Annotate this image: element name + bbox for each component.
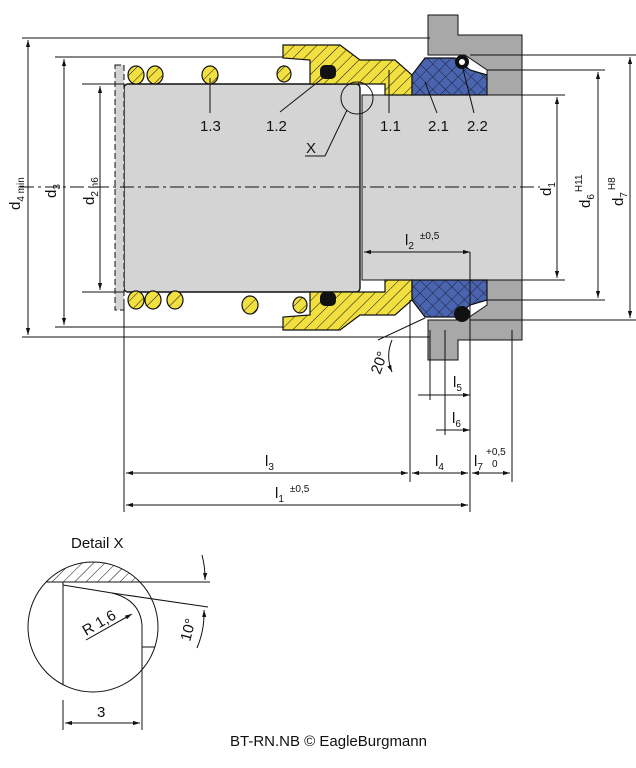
- label-l7-tol-upper: +0,5: [486, 447, 506, 458]
- label-d3: d3: [43, 184, 63, 198]
- label-x: X: [306, 140, 316, 157]
- detail-radius: R 1,6: [80, 607, 120, 640]
- label-l4: l4: [435, 453, 444, 473]
- label-l7: l7: [474, 453, 483, 473]
- label-d4: d4 min: [7, 177, 27, 210]
- detail-width: 3: [97, 704, 105, 721]
- o-ring-2.2: [454, 55, 470, 322]
- label-1.3: 1.3: [200, 118, 221, 135]
- seal-face-1.1: [282, 44, 413, 331]
- footer-copyright: BT-RN.NB © EagleBurgmann: [230, 733, 427, 750]
- label-2.1: 2.1: [428, 118, 449, 135]
- spring-1.3: [127, 65, 308, 315]
- leaders: [209, 64, 475, 157]
- diameter-dimensions: [22, 37, 636, 338]
- label-d1: d1: [538, 182, 558, 196]
- label-l7-tol-lower: 0: [492, 459, 498, 470]
- label-l5: l5: [453, 374, 462, 394]
- detail-x: [27, 554, 210, 730]
- seal-sleeve: [123, 83, 361, 293]
- label-2.2: 2.2: [467, 118, 488, 135]
- seat-2.1: [411, 57, 488, 318]
- length-dimensions: [123, 249, 513, 512]
- label-1.1: 1.1: [380, 118, 401, 135]
- label-d7: d7H8: [607, 177, 630, 206]
- detail-title: Detail X: [71, 535, 124, 552]
- detail-angle: 10°: [177, 617, 199, 643]
- label-angle-20: 20°: [368, 349, 392, 376]
- label-l6: l6: [452, 410, 461, 430]
- label-d6: d6H11: [574, 174, 597, 208]
- label-1.2: 1.2: [266, 118, 287, 135]
- label-l3: l3: [265, 453, 274, 473]
- label-l1: l1±0,5: [275, 484, 310, 505]
- o-ring-1.2: [320, 65, 336, 306]
- label-d2: d2 h6: [81, 177, 101, 205]
- label-l2: l2±0,5: [405, 231, 440, 252]
